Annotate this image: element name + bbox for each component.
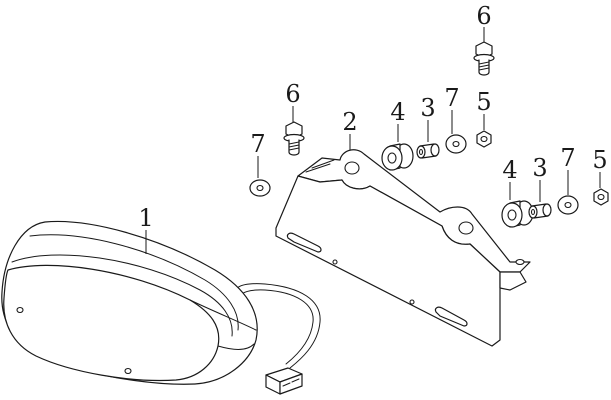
bracket-slot-right: [434, 306, 468, 327]
callout-grommet-upper: 4: [390, 98, 405, 126]
callout-taillight-lens: 1: [138, 204, 153, 232]
sleeve-lower: [528, 203, 552, 219]
lens-facet-lower: [217, 343, 255, 350]
bolt-left: [283, 121, 305, 156]
nut-lower: [593, 188, 609, 206]
wire-connector: [265, 367, 303, 395]
leader-lines: [145, 27, 601, 254]
washer-upper: [445, 134, 467, 154]
lens-rim-inner: [11, 254, 233, 337]
tail-light-assembly: [1, 220, 321, 395]
grommet-lower: [501, 200, 534, 228]
callout-washer-lower: 7: [560, 144, 575, 172]
callout-washer-upper: 7: [444, 84, 459, 112]
callout-sleeve-lower: 3: [532, 154, 547, 182]
washer-left: [249, 179, 271, 197]
lens-face: [3, 264, 220, 382]
callout-nut-lower: 5: [592, 146, 607, 174]
callout-grommet-lower: 4: [502, 156, 517, 184]
bracket-pinhole-right: [409, 299, 415, 305]
bracket-side-tab: [499, 271, 527, 291]
bracket-pinhole-left: [332, 259, 338, 265]
lens-rim-top: [29, 234, 239, 331]
bolt-top: [473, 41, 495, 76]
bracket-hole-upper: [344, 161, 360, 175]
lens-facet: [189, 299, 257, 331]
callout-labels: 1 2 3 3 4 4 5 5 6 6 7 7 7: [138, 2, 607, 232]
callout-bolt-left: 6: [285, 80, 300, 108]
bracket-slot-left: [286, 232, 322, 253]
callout-sleeve-upper: 3: [420, 94, 435, 122]
license-bracket: [275, 149, 531, 347]
wire-harness-outer: [234, 283, 321, 369]
callout-nut-upper: 5: [476, 88, 491, 116]
callout-washer-left: 7: [250, 130, 265, 158]
bracket-hole-lower: [458, 221, 474, 235]
lens-hole-left: [16, 306, 24, 314]
lens-hole-bottom: [124, 367, 132, 375]
washer-lower: [557, 195, 579, 215]
sleeve-upper: [416, 143, 440, 159]
grommet-upper: [381, 143, 414, 171]
bracket-front-plate: [275, 175, 501, 347]
callout-bolt-top: 6: [476, 2, 491, 30]
callout-license-bracket: 2: [342, 108, 357, 136]
bracket-edge-detail: [305, 159, 335, 173]
nut-upper: [476, 130, 492, 148]
bracket-tab-hole: [515, 258, 525, 266]
